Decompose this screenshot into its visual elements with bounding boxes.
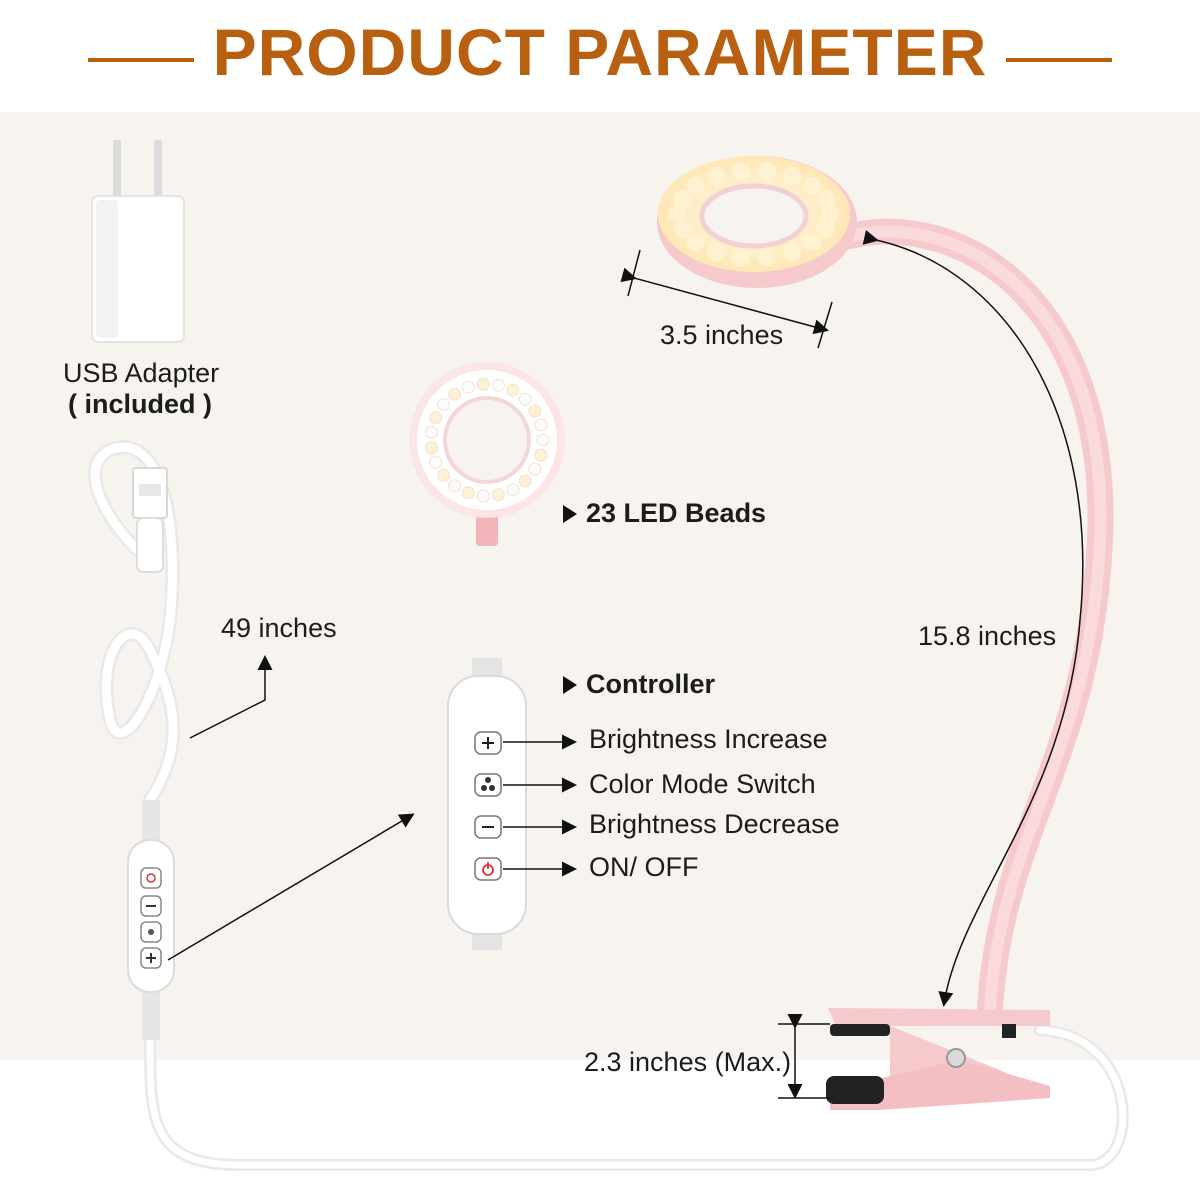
lamp-head-bead — [673, 220, 692, 238]
lamp-head-bead — [707, 243, 725, 262]
led-bead — [425, 441, 438, 455]
controller-title: Controller — [586, 669, 716, 699]
usb-adapter-note: ( included ) — [68, 389, 212, 419]
usb-plug — [132, 467, 168, 573]
led-bead — [518, 392, 532, 406]
led-bead — [528, 462, 542, 476]
lamp-head-bead — [783, 166, 801, 185]
controller-device — [447, 658, 527, 950]
lamp-head-bead — [821, 205, 839, 223]
lamp-head-bead — [816, 220, 835, 238]
led-bullet-icon — [563, 505, 577, 523]
controller-color-button — [474, 773, 502, 797]
function-brightness-increase: Brightness Increase — [589, 724, 828, 754]
led-bead — [437, 468, 451, 482]
lamp-head-bead — [707, 166, 725, 185]
led-bead — [425, 425, 438, 439]
gooseneck-dimension — [862, 230, 1084, 1007]
head-diameter-label: 3.5 inches — [660, 320, 784, 350]
lamp-gooseneck — [837, 218, 1114, 1023]
controller-bullet-icon — [563, 676, 577, 694]
led-bead — [448, 479, 462, 493]
inline-controller — [127, 800, 175, 1040]
led-bead — [536, 433, 550, 447]
lamp-head-bead — [731, 248, 750, 267]
led-bead — [491, 378, 505, 392]
function-brightness-decrease: Brightness Decrease — [589, 809, 840, 839]
controller-pointer — [167, 813, 415, 961]
led-bead — [534, 448, 548, 462]
led-bead — [429, 411, 443, 425]
led-bead — [476, 489, 490, 503]
led-bead — [518, 474, 532, 488]
cable-length-pointer — [189, 655, 273, 739]
lamp-clip — [826, 1008, 1050, 1110]
controller-power-button — [474, 857, 502, 881]
led-bead — [461, 380, 475, 394]
lamp-head-bead — [758, 248, 777, 267]
lamp-head-bead — [731, 161, 750, 180]
lamp-head-bead — [686, 176, 705, 195]
led-beads-label: 23 LED Beads — [586, 498, 767, 528]
led-bead — [528, 404, 542, 418]
lamp-head-bead — [673, 190, 692, 208]
clip-opening-dimension — [778, 1014, 830, 1099]
lamp-head-bead — [816, 190, 835, 208]
lamp-head-bead — [803, 176, 822, 195]
led-bead — [506, 483, 520, 497]
lamp-head-bead — [686, 233, 705, 252]
cable-length-label: 49 inches — [221, 613, 337, 643]
led-bead — [476, 377, 490, 391]
title-rule-left — [88, 58, 194, 62]
gooseneck-length-label: 15.8 inches — [918, 621, 1057, 651]
led-bead — [491, 488, 505, 502]
lamp-head-bead — [758, 161, 777, 180]
clip-opening-label: 2.3 inches (Max.) — [584, 1047, 792, 1077]
lamp-head-bead — [803, 233, 822, 252]
title-rule-right — [1006, 58, 1112, 62]
led-bead — [448, 387, 462, 401]
controller-plus-button — [474, 731, 502, 755]
controller-minus-button — [474, 815, 502, 839]
usb-adapter-label: USB Adapter — [63, 358, 220, 388]
led-bead — [506, 383, 520, 397]
led-bead — [534, 418, 548, 432]
function-on-off: ON/ OFF — [589, 852, 699, 882]
led-bead — [429, 455, 443, 469]
function-color-mode-switch: Color Mode Switch — [589, 769, 816, 799]
lamp-head-beads — [669, 161, 839, 267]
led-bead — [437, 398, 451, 412]
usb-adapter — [91, 140, 185, 343]
header-bar — [0, 0, 1200, 112]
page-title: PRODUCT PARAMETER — [212, 15, 988, 89]
usb-cable — [88, 440, 1129, 1171]
lamp-head-bead — [783, 243, 801, 262]
led-beads — [425, 377, 550, 503]
lamp-head-bead — [669, 205, 687, 223]
head-diameter-dimension — [620, 249, 833, 349]
led-bead — [461, 486, 475, 500]
